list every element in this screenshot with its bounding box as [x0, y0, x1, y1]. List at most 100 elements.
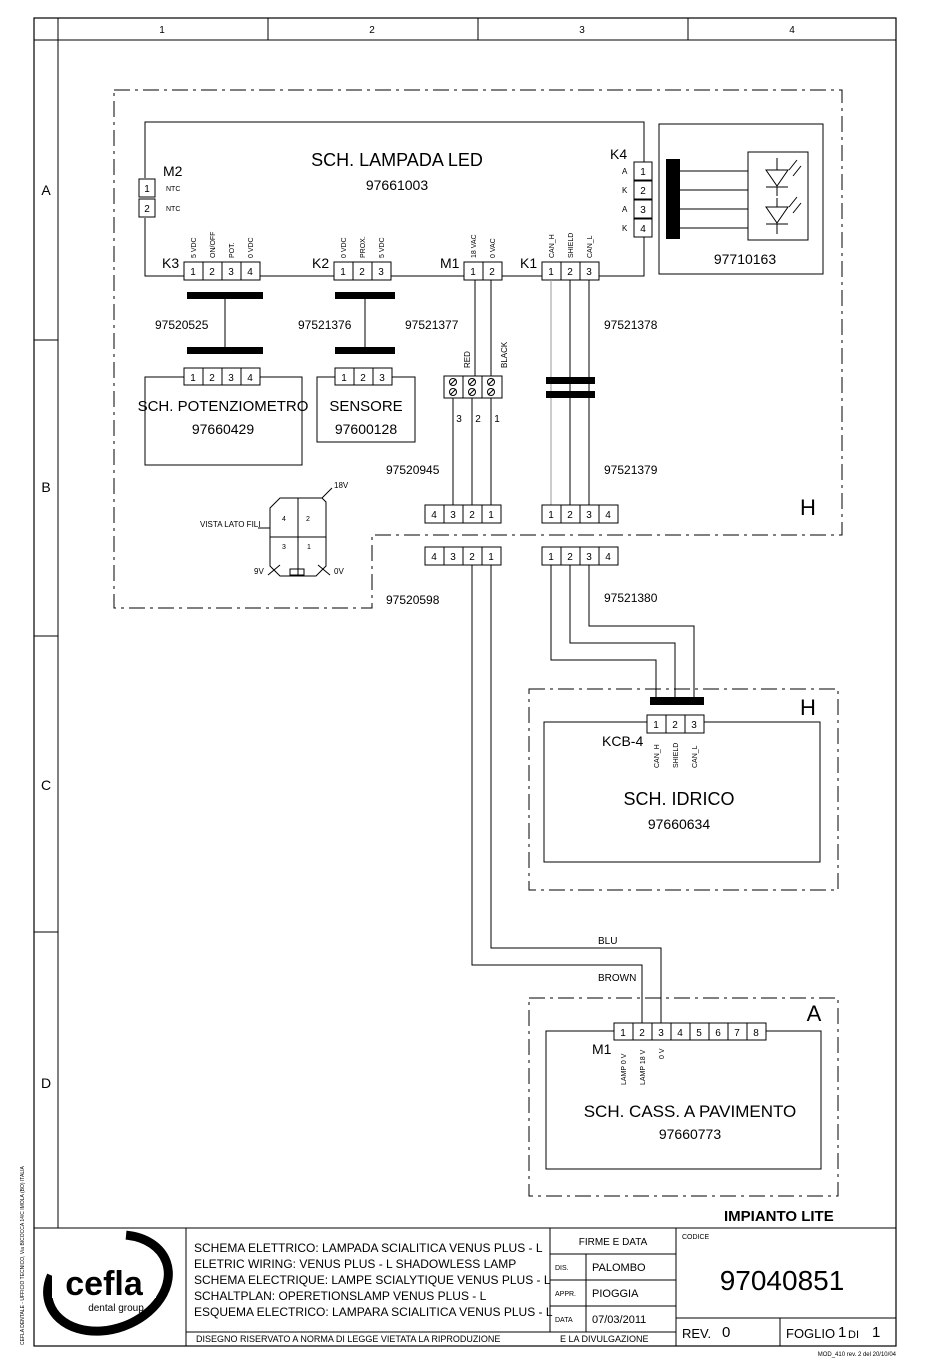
terminal-wires: [452, 398, 492, 505]
can-wires-lower: [550, 565, 695, 698]
k3-connector: [183, 261, 261, 281]
k1-label-shield: SHIELD: [568, 233, 575, 258]
kcb4-label: KCB-4: [602, 733, 643, 749]
led-diode-icon: [765, 158, 802, 234]
floor-m1-pin-7: 7: [734, 1028, 740, 1039]
floor-m1-label: M1: [592, 1041, 612, 1057]
kcb4-pin-3: 3: [691, 720, 697, 731]
cable-code-97521376: 97521376: [298, 318, 352, 332]
view-detail-9v: 9V: [254, 567, 264, 576]
k1-pin-1: 1: [548, 267, 554, 278]
floor-m1-pin-2: 2: [639, 1028, 645, 1039]
m1-top-label: M1: [440, 255, 460, 271]
kcb4-pin-2: 2: [672, 720, 678, 731]
cable-code-97520598: 97520598: [386, 593, 440, 607]
k4-connector: [633, 161, 653, 238]
m2-label-ntc2: NTC: [166, 206, 180, 213]
k3-pin-3: 3: [228, 267, 234, 278]
m1-top-pin-2: 2: [489, 267, 495, 278]
conn-power-lower-pin-1: 1: [488, 552, 494, 563]
kcb4-pin-1: 1: [653, 720, 659, 731]
floor-board-title: SCH. CASS. A PAVIMENTO: [584, 1102, 797, 1121]
floor-label-lamp18v: LAMP 18 V: [640, 1049, 647, 1085]
k3-pin-2: 2: [209, 267, 215, 278]
row-label-d: D: [41, 1075, 51, 1091]
k4-pin-1: 1: [640, 167, 646, 178]
conn-can-upper-pin-2: 2: [567, 510, 573, 521]
k2-pin-3: 3: [378, 267, 384, 278]
wire-label-red: RED: [463, 351, 472, 368]
rev-value: 0: [722, 1324, 730, 1341]
k3-pin-4: 4: [247, 267, 253, 278]
col-label-2: 2: [369, 25, 375, 36]
terminal-pin-2: 2: [475, 414, 481, 425]
zone-a-floor: A: [807, 1001, 822, 1026]
sensor-pin-2: 2: [360, 373, 366, 384]
pot-pin-2: 2: [209, 373, 215, 384]
k1-pin-3: 3: [586, 267, 592, 278]
firme-header: FIRME E DATA: [579, 1237, 648, 1248]
m1-top-label-18vac: 18 VAC: [471, 234, 478, 258]
k3-label-onoff: ON/OFF: [210, 232, 217, 258]
conn-can-upper: [541, 504, 619, 524]
view-detail-p1: 1: [307, 544, 311, 551]
conn-power-upper-pin-2: 2: [469, 510, 475, 521]
foglio-label: FOGLIO: [786, 1326, 835, 1341]
view-detail-connector: [267, 487, 333, 577]
cable-k3-pot: [187, 292, 263, 354]
di-value: 1: [872, 1324, 880, 1341]
view-detail-18v: 18V: [334, 481, 349, 490]
kcb4-connector: [646, 714, 705, 734]
kcb4-label-shield: SHIELD: [673, 743, 680, 768]
floor-m1-pin-1: 1: [620, 1028, 626, 1039]
led-module-code: 97710163: [714, 251, 777, 267]
potentiometer-title: SCH. POTENZIOMETRO: [138, 398, 309, 415]
title-block-grid: [34, 1227, 896, 1346]
row-label-b: B: [41, 479, 50, 495]
wire-label-black: BLACK: [500, 341, 509, 368]
desc-line-2: ELETRIC WIRING: VENUS PLUS - L SHADOWLES…: [194, 1257, 516, 1271]
conn-can-lower-pin-3: 3: [586, 552, 592, 563]
k1-label: K1: [520, 255, 537, 271]
power-wires-lower: [471, 565, 662, 1025]
brand-sub-text: dental group: [88, 1303, 144, 1314]
row-label-c: C: [41, 777, 51, 793]
m1-top-connector: [463, 261, 503, 281]
pot-pin-3: 3: [228, 373, 234, 384]
floor-m1-pin-8: 8: [753, 1028, 759, 1039]
floor-m1-connector: [613, 1022, 767, 1041]
cable-code-97521380: 97521380: [604, 591, 658, 605]
lamp-board-title: SCH. LAMPADA LED: [311, 150, 483, 170]
k1-pin-2: 2: [567, 267, 573, 278]
drawing-frame: [33, 17, 897, 1347]
floor-area-dashed: [528, 997, 839, 1197]
cefla-logo: [43, 1230, 173, 1336]
k4-label-a1: A: [622, 167, 628, 176]
conn-power-upper-pin-3: 3: [450, 510, 456, 521]
appr-label: APPR.: [555, 1291, 576, 1298]
data-label: DATA: [555, 1317, 573, 1324]
view-detail-p3: 3: [282, 544, 286, 551]
k1-label-canl: CAN_L: [587, 235, 594, 258]
desc-line-5: ESQUEMA ELECTRICO: LAMPARA SCIALITICA VE…: [194, 1305, 553, 1319]
view-detail-label: VISTA LATO FILI: [200, 520, 260, 529]
conn-can-upper-pin-1: 1: [548, 510, 554, 521]
m2-connector: [138, 178, 156, 218]
desc-line-4: SCHALTPLAN: OPERETIONSLAMP VENUS PLUS - …: [194, 1289, 487, 1303]
di-label: DI: [848, 1329, 859, 1341]
k3-pin-1: 1: [190, 267, 196, 278]
view-detail-0v: 0V: [334, 567, 344, 576]
cable-k2-sensor: [335, 292, 395, 354]
sensor-title: SENSORE: [329, 398, 402, 415]
can-ferrite-1: [546, 377, 595, 384]
can-ferrite-2: [546, 391, 595, 398]
lamp-board-code: 97661003: [366, 177, 429, 193]
m2-label-ntc1: NTC: [166, 186, 180, 193]
k3-label-pot: POT.: [229, 242, 236, 258]
led-cable-bar: [666, 159, 680, 239]
m1-top-label-0vac: 0 VAC: [490, 238, 497, 258]
desc-line-1: SCHEMA ELETTRICO: LAMPADA SCIALITICA VEN…: [194, 1241, 543, 1255]
sensor-code: 97600128: [335, 421, 398, 437]
led-module-box: [658, 123, 824, 275]
row-label-a: A: [41, 182, 51, 198]
